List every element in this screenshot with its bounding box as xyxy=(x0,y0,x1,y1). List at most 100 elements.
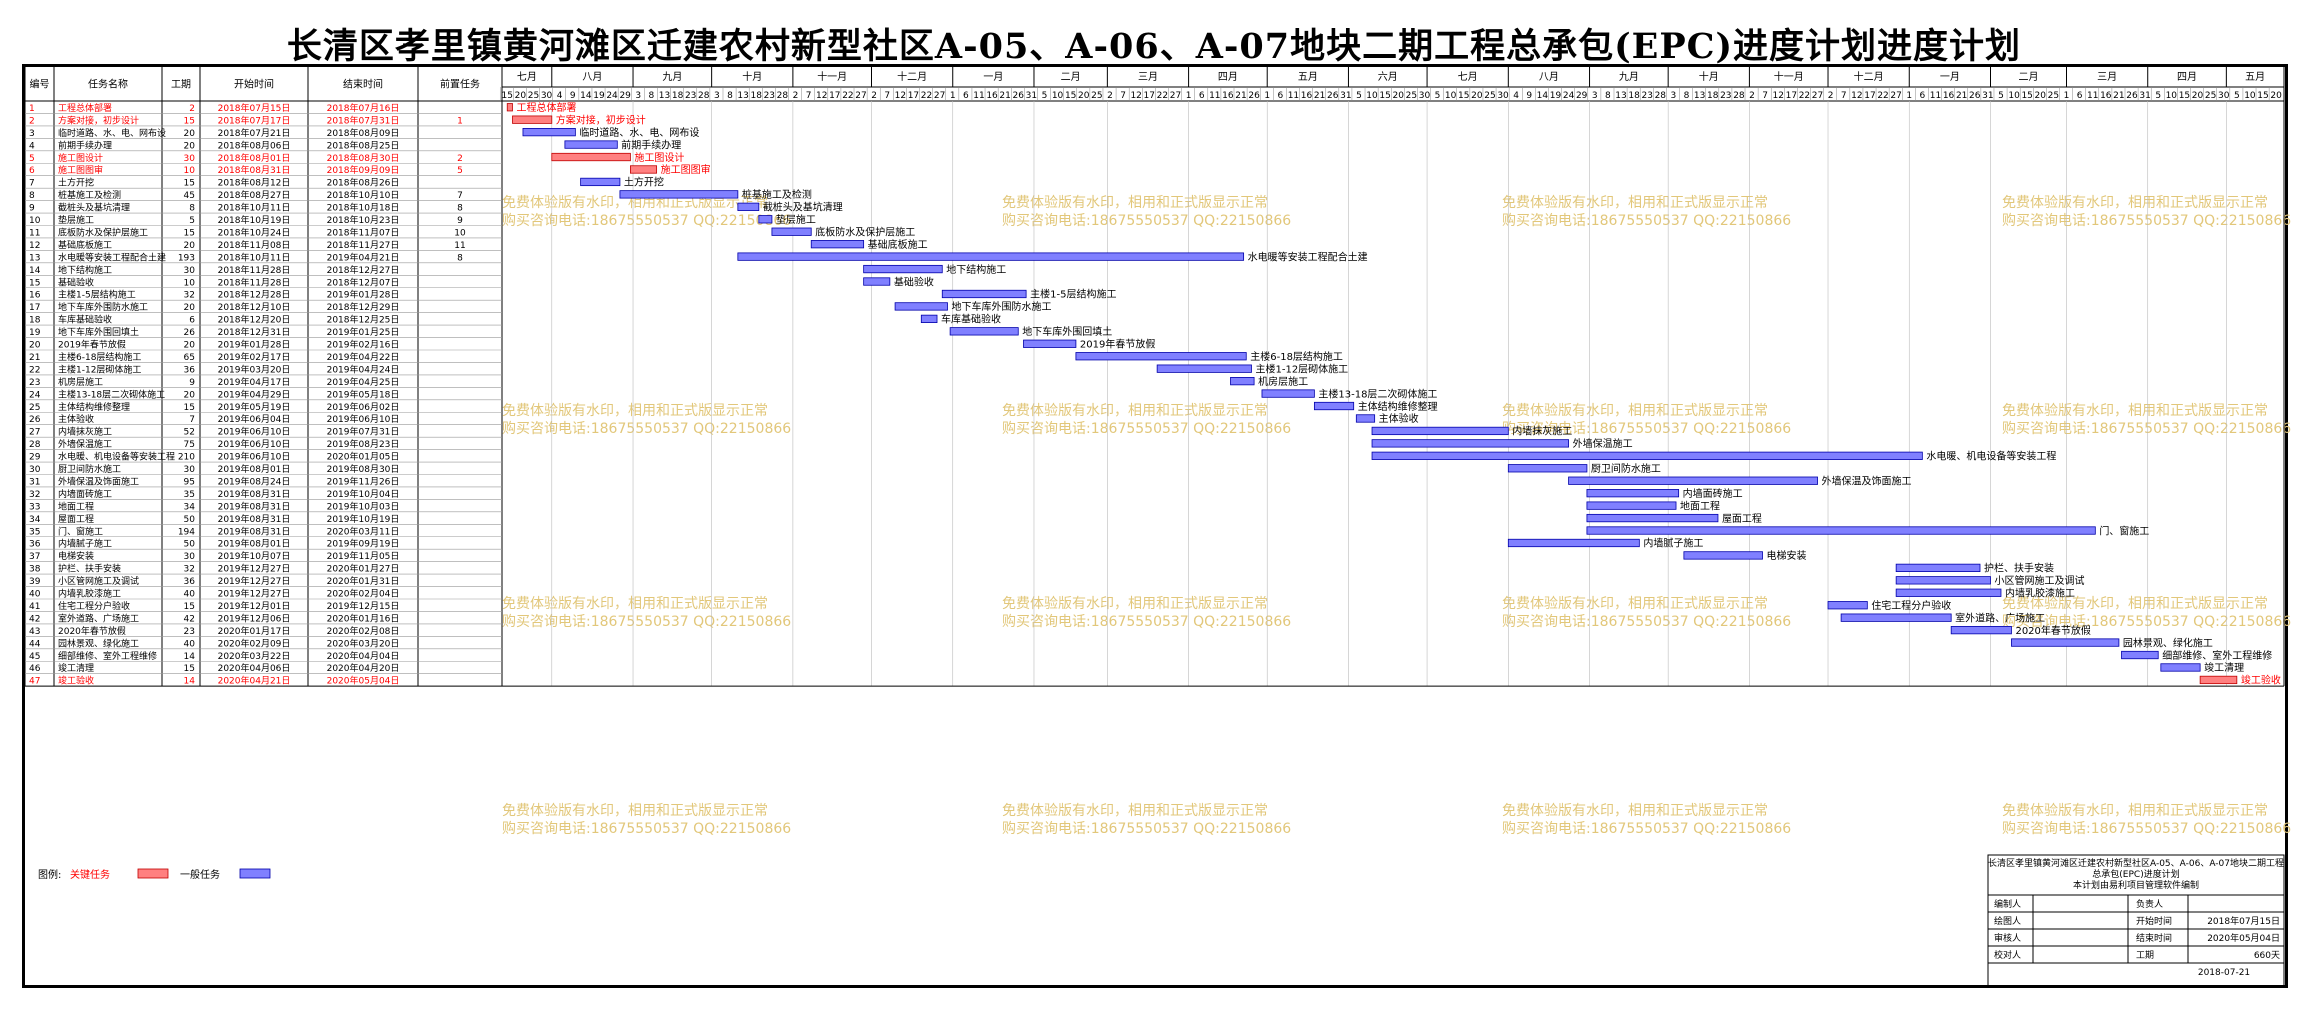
gantt-bar-label: 细部维修、室外工程维修 xyxy=(2162,649,2272,662)
gantt-bar-label: 地下车库外围防水施工 xyxy=(952,300,1052,313)
info-box-label: 编制人 xyxy=(1994,898,2021,910)
task-id: 26 xyxy=(29,415,41,425)
day-tick-label: 30 xyxy=(1497,91,1509,101)
day-tick-label: 26 xyxy=(1248,91,1260,101)
task-start: 2019年04月29日 xyxy=(218,388,291,400)
task-end: 2018年08月30日 xyxy=(327,152,400,164)
task-end: 2018年10月10日 xyxy=(327,189,400,201)
task-name: 2019年春节放假 xyxy=(58,339,126,351)
task-end: 2019年02月16日 xyxy=(327,339,400,351)
gantt-bar-label: 临时道路、水、电、网布设 xyxy=(579,126,699,139)
gantt-bar xyxy=(512,115,553,124)
day-tick-label: 7 xyxy=(884,91,890,101)
day-tick-label: 26 xyxy=(1969,91,1981,101)
task-duration: 15 xyxy=(184,664,195,674)
task-predecessor: 7 xyxy=(457,191,463,201)
month-label: 二月 xyxy=(2018,71,2038,83)
day-tick-label: 5 xyxy=(2234,91,2240,101)
gantt-bar xyxy=(1371,439,1569,448)
day-tick-label: 25 xyxy=(2048,91,2059,101)
day-tick-label: 5 xyxy=(1435,91,1441,101)
gantt-bar xyxy=(2121,650,2159,660)
task-id: 16 xyxy=(29,291,41,301)
day-tick-label: 6 xyxy=(963,91,969,101)
task-start: 2019年10月07日 xyxy=(218,550,291,562)
task-id: 46 xyxy=(29,664,41,674)
task-name: 土方开挖 xyxy=(58,177,94,189)
gantt-bar-label: 主楼13-18层二次砌体施工 xyxy=(1318,387,1437,400)
task-start: 2019年08月31日 xyxy=(218,488,291,500)
task-id: 25 xyxy=(29,403,40,413)
task-start: 2019年08月01日 xyxy=(218,538,291,550)
task-id: 29 xyxy=(29,453,41,463)
task-duration: 36 xyxy=(184,365,196,375)
task-start: 2019年08月31日 xyxy=(218,513,291,525)
task-duration: 20 xyxy=(184,241,196,251)
task-duration: 15 xyxy=(184,228,195,238)
watermark-text: 购买咨询电话:18675550537 QQ:22150866 xyxy=(2002,421,2291,437)
watermark-text: 购买咨询电话:18675550537 QQ:22150866 xyxy=(1002,614,1291,630)
month-label: 三月 xyxy=(1138,71,1158,83)
task-name: 小区管网施工及调试 xyxy=(58,575,139,587)
month-label: 四月 xyxy=(2177,71,2197,83)
day-tick-label: 14 xyxy=(580,91,592,101)
task-end: 2018年12月25日 xyxy=(327,314,400,326)
gantt-bar xyxy=(1950,626,2012,635)
day-tick-label: 17 xyxy=(908,91,919,101)
day-tick-label: 14 xyxy=(1537,91,1549,101)
task-end: 2019年05月18日 xyxy=(327,388,400,400)
task-name: 外墙保温及饰面施工 xyxy=(58,475,139,487)
task-end: 2019年01月28日 xyxy=(327,289,400,301)
task-start: 2018年07月21日 xyxy=(218,127,291,139)
task-id: 10 xyxy=(29,216,41,226)
gantt-bar-label: 厨卫间防水施工 xyxy=(1591,462,1661,475)
task-name: 临时道路、水、电、网布设 xyxy=(58,127,166,139)
day-tick-label: 25 xyxy=(2205,91,2216,101)
task-start: 2020年01月17日 xyxy=(218,625,291,637)
gantt-bar-label: 前期手续办理 xyxy=(621,138,681,151)
gantt-bar xyxy=(506,103,513,112)
day-tick-label: 1 xyxy=(1186,91,1192,101)
info-box-label: 校对人 xyxy=(1994,949,2021,961)
day-tick-label: 2 xyxy=(871,91,877,101)
gantt-bar xyxy=(1568,476,1818,485)
gantt-bar xyxy=(1075,352,1247,361)
task-end: 2020年01月16日 xyxy=(327,612,400,624)
month-label: 二月 xyxy=(1061,71,1081,83)
gantt-bar xyxy=(619,190,739,199)
task-id: 41 xyxy=(29,602,40,612)
task-duration: 35 xyxy=(184,490,195,500)
task-name: 主体验收 xyxy=(58,413,94,425)
info-box-label: 结束时间 xyxy=(2136,932,2172,944)
day-tick-label: 7 xyxy=(1120,91,1126,101)
day-tick-label: 28 xyxy=(698,91,710,101)
task-end: 2020年04月04日 xyxy=(327,650,400,662)
day-tick-label: 25 xyxy=(1091,91,1102,101)
task-predecessor: 8 xyxy=(457,204,463,214)
task-duration: 15 xyxy=(184,403,195,413)
task-name: 内墙乳胶漆施工 xyxy=(58,588,121,600)
day-tick-label: 7 xyxy=(1762,91,1768,101)
day-tick-label: 16 xyxy=(1943,91,1955,101)
day-tick-label: 6 xyxy=(1919,91,1925,101)
task-name: 方案对接，初步设计 xyxy=(58,114,139,126)
task-start: 2019年08月24日 xyxy=(218,475,291,487)
month-label: 十月 xyxy=(1699,70,1719,83)
task-id: 21 xyxy=(29,353,40,363)
gantt-bar-label: 主体结构维修整理 xyxy=(1358,400,1438,413)
task-name: 水电暖、机电设备等安装工程 xyxy=(58,451,175,463)
gantt-bar xyxy=(863,277,891,286)
gantt-bar xyxy=(1586,489,1680,498)
task-name: 主楼6-18层结构施工 xyxy=(58,351,141,363)
task-id: 47 xyxy=(29,677,40,687)
task-name: 2020年春节放假 xyxy=(58,625,126,637)
gantt-bar xyxy=(949,327,1019,336)
task-id: 19 xyxy=(29,328,41,338)
watermark-text: 购买咨询电话:18675550537 QQ:22150866 xyxy=(502,213,791,229)
day-tick-label: 30 xyxy=(1419,91,1431,101)
task-id: 31 xyxy=(29,477,40,487)
watermark-text: 免费体验版有水印，相用和正式版显示正常 xyxy=(502,195,768,211)
day-tick-label: 25 xyxy=(528,91,539,101)
info-box-label: 绘图人 xyxy=(1994,915,2021,927)
gantt-bar xyxy=(2011,638,2120,647)
